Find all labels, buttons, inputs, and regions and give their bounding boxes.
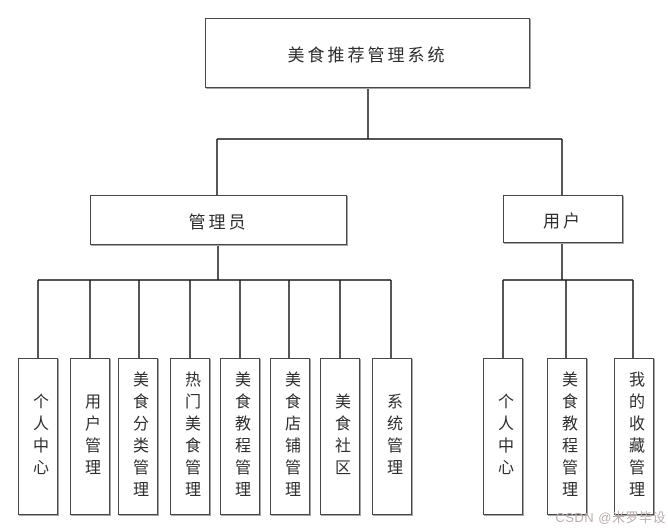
leaf-label: 美食教程管理: [232, 370, 249, 503]
leaf-label: 个人中心: [495, 392, 512, 481]
root-node-label: 美食推荐管理系统: [287, 45, 448, 65]
leaf-node-food-shop-management: 美食店铺管理: [270, 358, 310, 515]
leaf-label: 系统管理: [384, 392, 401, 481]
leaf-node-system-management: 系统管理: [372, 358, 412, 515]
leaf-node-personal-center-user: 个人中心: [483, 358, 523, 515]
leaf-label: 美食店铺管理: [282, 370, 299, 503]
leaf-node-popular-food-management: 热门美食管理: [170, 358, 210, 515]
leaf-node-food-tutorial-management-admin: 美食教程管理: [220, 358, 260, 515]
leaf-node-food-community: 美食社区: [320, 358, 360, 515]
leaf-node-my-favorites-management: 我的收藏管理: [614, 358, 654, 515]
root-node: 美食推荐管理系统: [205, 18, 530, 88]
leaf-label: 热门美食管理: [182, 370, 199, 503]
leaf-node-food-tutorial-management-user: 美食教程管理: [547, 358, 587, 515]
leaf-node-food-category-management: 美食分类管理: [118, 358, 158, 515]
leaf-node-personal-center-admin: 个人中心: [18, 358, 58, 515]
branch-node-user-label: 用户: [543, 211, 583, 231]
branch-node-user: 用户: [503, 195, 623, 243]
leaf-label: 美食社区: [332, 392, 349, 481]
leaf-label: 我的收藏管理: [626, 370, 643, 503]
leaf-label: 美食教程管理: [559, 370, 576, 503]
leaf-label: 美食分类管理: [130, 370, 147, 503]
leaf-node-user-management: 用户管理: [70, 358, 110, 515]
leaf-label: 用户管理: [82, 392, 99, 481]
watermark: CSDN @米罗毕设: [555, 510, 666, 525]
branch-node-admin-label: 管理员: [188, 212, 249, 232]
leaf-label: 个人中心: [30, 392, 47, 481]
branch-node-admin: 管理员: [90, 195, 347, 245]
